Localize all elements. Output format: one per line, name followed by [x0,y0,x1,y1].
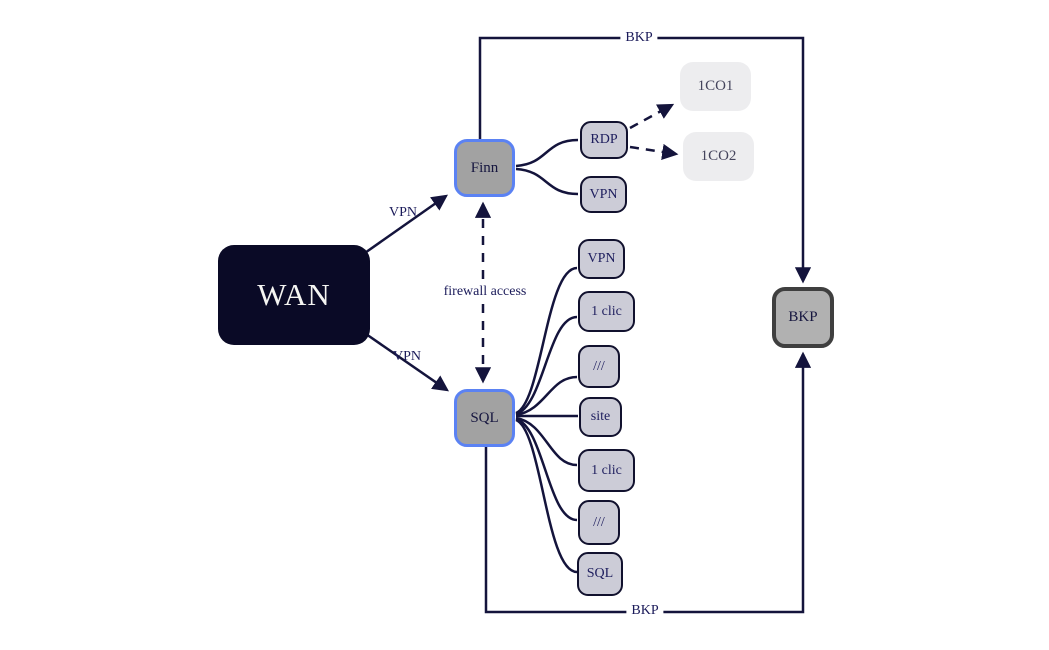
edge-sql-1clic-a [515,315,578,416]
node-sql-child-sql: SQL [577,552,623,596]
node-1co1: 1CO1 [680,62,751,111]
edge-wan-sql [365,332,450,392]
node-sql-child-site: site [579,397,622,437]
node-sql-child-1clic-b: 1 clic [578,449,635,492]
edge-sql-slashes-a [515,375,578,417]
node-1co1-label: 1CO1 [697,78,734,94]
node-rdp-label: RDP [590,132,618,147]
edge-rdp-co1 [629,103,675,130]
node-bkp: BKP [772,287,834,348]
edge-sql-sql [515,418,578,574]
edge-finn-bkp-top [478,36,812,284]
node-sql-child-site-label: site [590,409,611,424]
node-wan-label: WAN [257,277,331,312]
node-sql-child-vpn-label: VPN [587,251,616,266]
node-sql-child-1clic-b-label: 1 clic [591,462,622,478]
edge-label-bkp-top: BKP [620,30,658,46]
node-sql-child-1clic-a: 1 clic [578,291,635,332]
node-1co2: 1CO2 [683,132,754,181]
node-sql-child-slashes-a: /// [578,345,620,388]
node-sql-child-slashes-b-label: /// [593,514,605,530]
node-bkp-label: BKP [788,309,818,325]
node-sql-child-sql-label: SQL [586,566,614,581]
edge-finn-rdp [515,138,579,168]
node-finn-label: Finn [470,159,499,176]
edge-sql-1clic-b [515,416,578,467]
node-vpn-finn: VPN [580,176,627,213]
edge-label-firewall-access: firewall access [438,284,532,300]
edge-sql-slashes-b [515,417,578,522]
node-sql-child-vpn: VPN [578,239,625,279]
node-sql: SQL [454,389,515,447]
edge-label-bkp-bottom: BKP [626,603,664,619]
node-sql-child-slashes-b: /// [578,500,620,545]
node-sql-child-slashes-a-label: /// [593,358,605,374]
edge-finn-vpn [515,167,579,196]
node-sql-child-1clic-a-label: 1 clic [591,303,622,319]
edge-wan-finn [351,194,448,264]
node-1co2-label: 1CO2 [700,148,737,164]
node-finn: Finn [454,139,515,197]
edge-label-vpn-upper: VPN [388,205,418,220]
edge-rdp-co2 [629,143,679,160]
node-vpn-finn-label: VPN [589,186,618,202]
edge-label-vpn-lower: VPN [392,349,422,364]
node-sql-label: SQL [470,409,499,426]
edge-sql-vpn [515,266,578,415]
node-wan: WAN [218,245,370,345]
node-rdp: RDP [580,121,628,159]
